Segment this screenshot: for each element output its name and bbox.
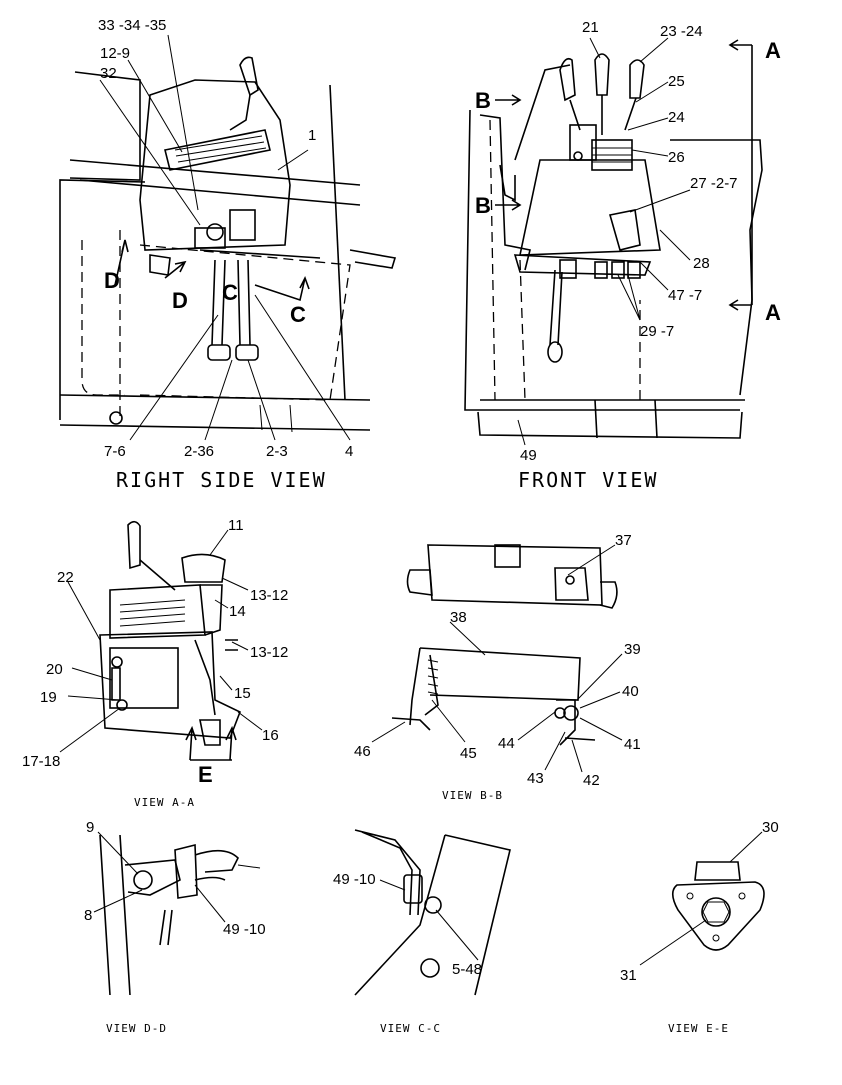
callout: 49 bbox=[520, 447, 537, 464]
callout: 27 -2-7 bbox=[690, 175, 738, 192]
callout: 30 bbox=[762, 819, 779, 836]
callout: 39 bbox=[624, 641, 641, 658]
view-bb-drawing bbox=[391, 544, 618, 746]
callout: 13-12 bbox=[250, 587, 288, 604]
callout: 33 -34 -35 bbox=[98, 17, 166, 34]
callout: 16 bbox=[262, 727, 279, 744]
section-mark-c-left: C bbox=[222, 280, 238, 305]
callout: 37 bbox=[615, 532, 632, 549]
front-view-drawing bbox=[464, 53, 763, 439]
callouts-bb: 37 38 39 40 41 42 43 44 45 46 bbox=[354, 532, 641, 789]
section-mark-a-top: A bbox=[765, 38, 781, 63]
callout: 29 -7 bbox=[640, 323, 674, 340]
leaders-cc bbox=[379, 879, 479, 961]
callout: 11 bbox=[228, 517, 244, 534]
callout: 38 bbox=[450, 609, 467, 626]
section-mark-c-right: C bbox=[290, 302, 306, 327]
callouts-dd: 9 8 49 -10 bbox=[84, 819, 266, 938]
leaders-front bbox=[517, 37, 691, 446]
view-cc-drawing bbox=[354, 829, 511, 996]
callout: 28 bbox=[693, 255, 710, 272]
section-marks-right-side: D D C C bbox=[104, 239, 310, 327]
view-aa-drawing bbox=[99, 520, 242, 746]
callout: 12-9 bbox=[100, 45, 130, 62]
callout: 41 bbox=[624, 736, 641, 753]
leaders-bb bbox=[371, 544, 623, 773]
section-mark-e: E bbox=[185, 725, 237, 787]
callout: 13-12 bbox=[250, 644, 288, 661]
callout: 47 -7 bbox=[668, 287, 702, 304]
callout: 25 bbox=[668, 73, 685, 90]
view-title-right-side: RIGHT SIDE VIEW bbox=[116, 468, 327, 492]
callout: 15 bbox=[234, 685, 251, 702]
view-title-front: FRONT VIEW bbox=[518, 468, 658, 492]
callout: 24 bbox=[668, 109, 685, 126]
view-dd-drawing bbox=[99, 834, 261, 996]
view-title-bb: VIEW B-B bbox=[442, 789, 503, 802]
section-mark-a-bottom: A bbox=[765, 300, 781, 325]
callout: 5-48 bbox=[452, 961, 482, 978]
callout: 23 -24 bbox=[660, 23, 703, 40]
leaders-dd bbox=[93, 831, 226, 923]
callout: 44 bbox=[498, 735, 515, 752]
callout: 49 -10 bbox=[223, 921, 266, 938]
callout: 7-6 bbox=[104, 443, 126, 460]
callout: 45 bbox=[460, 745, 477, 762]
section-mark-e-label: E bbox=[198, 762, 213, 787]
callout: 40 bbox=[622, 683, 639, 700]
callout: 9 bbox=[86, 819, 94, 836]
callout: 1 bbox=[308, 127, 316, 144]
section-marks-front: A A B B bbox=[475, 38, 781, 325]
view-title-dd: VIEW D-D bbox=[106, 1022, 167, 1035]
callout: 42 bbox=[583, 772, 600, 789]
section-mark-b-top: B bbox=[475, 88, 491, 113]
leaders-ee bbox=[639, 831, 763, 966]
right-side-view-drawing bbox=[59, 56, 397, 433]
callouts-aa: 11 13-12 14 13-12 15 16 22 20 19 17-18 bbox=[22, 517, 288, 770]
callout: 46 bbox=[354, 743, 371, 760]
callout: 31 bbox=[620, 967, 637, 984]
view-title-ee: VIEW E-E bbox=[668, 1022, 729, 1035]
callout: 20 bbox=[46, 661, 63, 678]
callout: 17-18 bbox=[22, 753, 60, 770]
section-mark-d-right: D bbox=[172, 288, 188, 313]
view-title-aa: VIEW A-A bbox=[134, 796, 195, 809]
section-mark-d-left: D bbox=[104, 268, 120, 293]
callouts-ee: 30 31 bbox=[620, 819, 779, 984]
section-mark-b-bottom: B bbox=[475, 193, 491, 218]
callout: 19 bbox=[40, 689, 57, 706]
callout: 2-36 bbox=[184, 443, 214, 460]
callout: 22 bbox=[57, 569, 74, 586]
callout: 8 bbox=[84, 907, 92, 924]
callouts-front: 21 23 -24 25 24 26 27 -2-7 28 47 -7 29 -… bbox=[520, 19, 738, 464]
callout: 14 bbox=[229, 603, 246, 620]
callouts-right-side: 33 -34 -35 12-9 32 1 7-6 2-36 2-3 4 bbox=[98, 17, 353, 460]
callout: 26 bbox=[668, 149, 685, 166]
view-title-cc: VIEW C-C bbox=[380, 1022, 441, 1035]
leaders-aa bbox=[59, 529, 263, 753]
callout: 2-3 bbox=[266, 443, 288, 460]
callout: 32 bbox=[100, 65, 117, 82]
view-ee-drawing bbox=[671, 861, 765, 951]
callouts-cc: 49 -10 5-48 bbox=[333, 871, 482, 978]
callout: 21 bbox=[582, 19, 599, 36]
callout: 49 -10 bbox=[333, 871, 376, 888]
leaders-right-side bbox=[99, 34, 351, 441]
callout: 4 bbox=[345, 443, 353, 460]
callout: 43 bbox=[527, 770, 544, 787]
